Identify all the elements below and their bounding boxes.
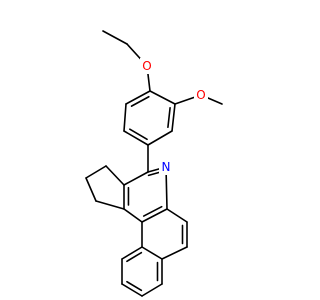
bond-8-inner	[167, 107, 171, 129]
bond-28-inner	[126, 251, 143, 263]
bond-4	[125, 90, 151, 105]
bond-5	[123, 103, 127, 132]
bond-layer	[85, 30, 223, 297]
structure-drawing: O O N	[85, 30, 223, 297]
bond-4-inner	[130, 95, 150, 107]
bond-8	[171, 103, 176, 132]
bond-21	[85, 177, 97, 202]
atom-label-n1: N	[162, 160, 171, 174]
bond-31	[141, 283, 163, 297]
bond-25	[161, 246, 188, 260]
bond-26	[141, 246, 163, 260]
bond-15-inner	[142, 205, 163, 217]
bond-23	[166, 208, 188, 223]
bond-30	[121, 283, 143, 297]
bond-15	[141, 208, 168, 223]
atom-label-layer: O O N	[140, 58, 208, 175]
bond-18	[123, 171, 149, 186]
atom-o1: O	[140, 58, 154, 74]
bond-6	[123, 130, 149, 146]
bond-7	[147, 130, 173, 146]
atom-label-o1: O	[142, 59, 151, 73]
bond-22	[95, 200, 125, 210]
atom-o2: O	[194, 87, 208, 103]
bond-16	[123, 208, 143, 223]
bond-30-inner	[126, 280, 143, 292]
atom-n1: N	[159, 159, 173, 175]
bond-1	[102, 30, 128, 45]
bond-20	[85, 165, 107, 179]
bond-9	[149, 90, 176, 105]
bond-19	[105, 165, 125, 186]
bond-6-inner	[129, 128, 148, 141]
atom-label-o2: O	[196, 88, 205, 102]
bond-28	[121, 246, 143, 260]
